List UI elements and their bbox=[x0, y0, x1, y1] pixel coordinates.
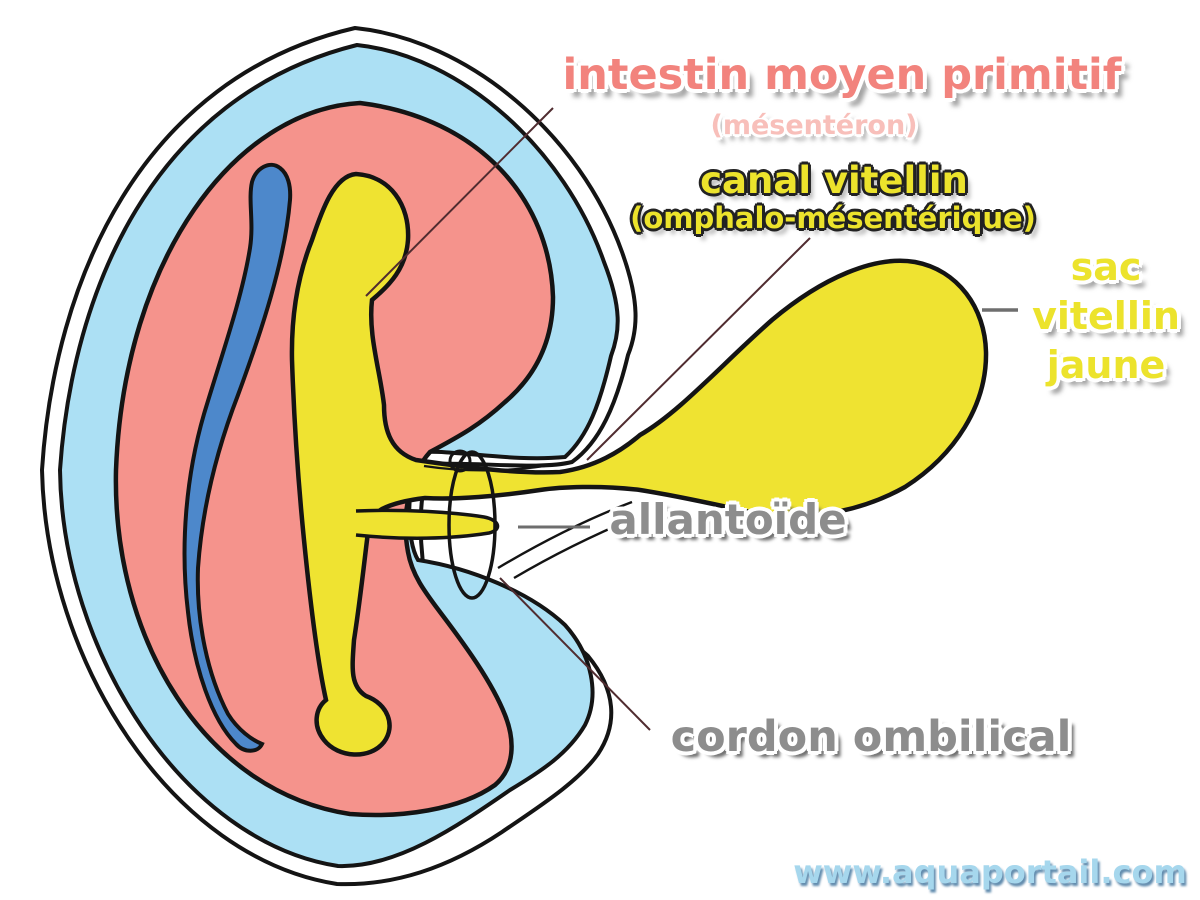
label-yolk-sac: sac vitellin jaune bbox=[1032, 243, 1180, 390]
label-midgut-subtitle: (mésentéron) bbox=[710, 110, 918, 141]
label-yolk-sac-line2: vitellin bbox=[1032, 294, 1180, 338]
label-yolk-sac-line3: jaune bbox=[1046, 343, 1166, 387]
label-umbilical-cord: cordon ombilical bbox=[670, 712, 1072, 762]
label-allantois: allantoïde bbox=[609, 495, 847, 544]
leader-vitelline-duct bbox=[586, 237, 811, 461]
umbilical-ring-curl bbox=[448, 449, 472, 473]
amnion-fold-line-lower-2 bbox=[513, 512, 645, 580]
gut-and-yolk-sac-shape bbox=[289, 171, 989, 757]
allantois-shape bbox=[355, 508, 500, 540]
leader-umbilical-cord bbox=[499, 577, 651, 731]
label-vitelline-duct-title: canal vitellin bbox=[700, 159, 968, 202]
umbilical-ring bbox=[447, 450, 497, 600]
amnion-fold-line-lower-1 bbox=[497, 500, 633, 570]
watermark-text: www.aquaportail.com bbox=[793, 853, 1187, 891]
neural-tube-shape bbox=[182, 162, 293, 753]
label-midgut-title: intestin moyen primitif bbox=[562, 50, 1122, 100]
amnion-fold-line-upper bbox=[423, 462, 557, 472]
label-vitelline-duct-subtitle: (omphalo-mésentérique) bbox=[630, 201, 1036, 235]
leader-midgut bbox=[365, 107, 554, 297]
label-yolk-sac-line1: sac bbox=[1070, 245, 1142, 289]
